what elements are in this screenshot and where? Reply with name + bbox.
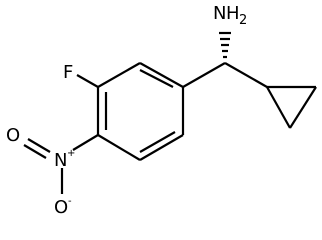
bond-chiral-carbon-to-cyclopropyl xyxy=(224,62,268,88)
ring-bond-c2-c3 xyxy=(97,62,141,88)
nitro-o-single-label: O xyxy=(54,197,68,218)
nitro-n-label: N xyxy=(54,150,67,171)
nitro-o-double-label: O xyxy=(6,125,20,146)
amine-n-label: N xyxy=(213,3,226,24)
bond-ring-to-nitro xyxy=(72,134,99,151)
bond-ring-to-chiral-carbon xyxy=(182,62,226,88)
ring-bond-c4-c5 xyxy=(97,134,141,161)
nitro-o-charge: - xyxy=(68,196,72,207)
molecule-drawing: N H 2 F N + O O - xyxy=(6,3,317,218)
cyclopropyl-bond-b xyxy=(289,86,317,129)
nitro-double-bond-line-1 xyxy=(27,138,51,153)
hashed-wedge-bond xyxy=(219,31,231,59)
amine-h-label: H xyxy=(226,3,240,24)
nitro-double-bond-line-2 xyxy=(23,144,47,159)
benzene-ring xyxy=(96,62,185,161)
structure-canvas: N H 2 F N + O O - xyxy=(6,3,317,218)
ring-double-c1-c2 xyxy=(139,69,174,88)
bond-ring-to-fluorine xyxy=(76,74,99,88)
nitro-n-charge: + xyxy=(67,148,75,159)
ring-bond-c5-c6 xyxy=(139,134,184,161)
cyclopropyl-bond-a xyxy=(266,86,291,129)
ring-double-c5-c6 xyxy=(139,131,176,153)
cyclopropyl-ring xyxy=(266,85,317,129)
fluorine-label: F xyxy=(63,62,73,83)
amine-h-count: 2 xyxy=(239,13,247,28)
ring-bond-c1-c2 xyxy=(139,62,184,88)
